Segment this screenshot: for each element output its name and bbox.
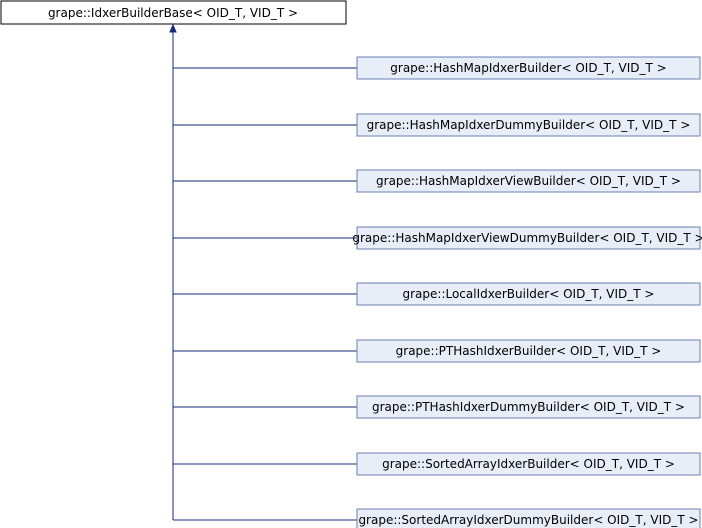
derived-class-node[interactable]: grape::PTHashIdxerBuilder< OID_T, VID_T … — [356, 339, 701, 363]
base-class-node[interactable]: grape::IdxerBuilderBase< OID_T, VID_T > — [0, 0, 347, 25]
inheritance-edges — [169, 23, 357, 521]
base-class-label: grape::IdxerBuilderBase< OID_T, VID_T > — [48, 6, 298, 20]
derived-class-node[interactable]: grape::HashMapIdxerViewBuilder< OID_T, V… — [356, 169, 701, 193]
derived-class-label: grape::HashMapIdxerBuilder< OID_T, VID_T… — [390, 61, 666, 75]
derived-class-label: grape::HashMapIdxerViewDummyBuilder< OID… — [352, 231, 702, 245]
derived-class-label: grape::SortedArrayIdxerDummyBuilder< OID… — [358, 513, 698, 527]
derived-class-label: grape::PTHashIdxerBuilder< OID_T, VID_T … — [396, 344, 662, 358]
derived-class-node[interactable]: grape::SortedArrayIdxerDummyBuilder< OID… — [356, 508, 701, 528]
derived-class-label: grape::PTHashIdxerDummyBuilder< OID_T, V… — [372, 400, 685, 414]
derived-class-label: grape::HashMapIdxerViewBuilder< OID_T, V… — [376, 174, 681, 188]
derived-class-label: grape::HashMapIdxerDummyBuilder< OID_T, … — [367, 118, 691, 132]
derived-class-node[interactable]: grape::PTHashIdxerDummyBuilder< OID_T, V… — [356, 395, 701, 419]
derived-class-node[interactable]: grape::HashMapIdxerDummyBuilder< OID_T, … — [356, 113, 701, 137]
inheritance-arrowhead — [169, 23, 177, 33]
derived-class-node[interactable]: grape::HashMapIdxerViewDummyBuilder< OID… — [352, 226, 702, 250]
derived-class-node[interactable]: grape::LocalIdxerBuilder< OID_T, VID_T > — [356, 282, 701, 306]
derived-class-node[interactable]: grape::HashMapIdxerBuilder< OID_T, VID_T… — [356, 56, 701, 80]
derived-class-label: grape::LocalIdxerBuilder< OID_T, VID_T > — [403, 287, 655, 301]
derived-class-node[interactable]: grape::SortedArrayIdxerBuilder< OID_T, V… — [356, 452, 701, 476]
derived-class-nodes: grape::HashMapIdxerBuilder< OID_T, VID_T… — [352, 56, 702, 528]
derived-class-label: grape::SortedArrayIdxerBuilder< OID_T, V… — [382, 457, 675, 471]
